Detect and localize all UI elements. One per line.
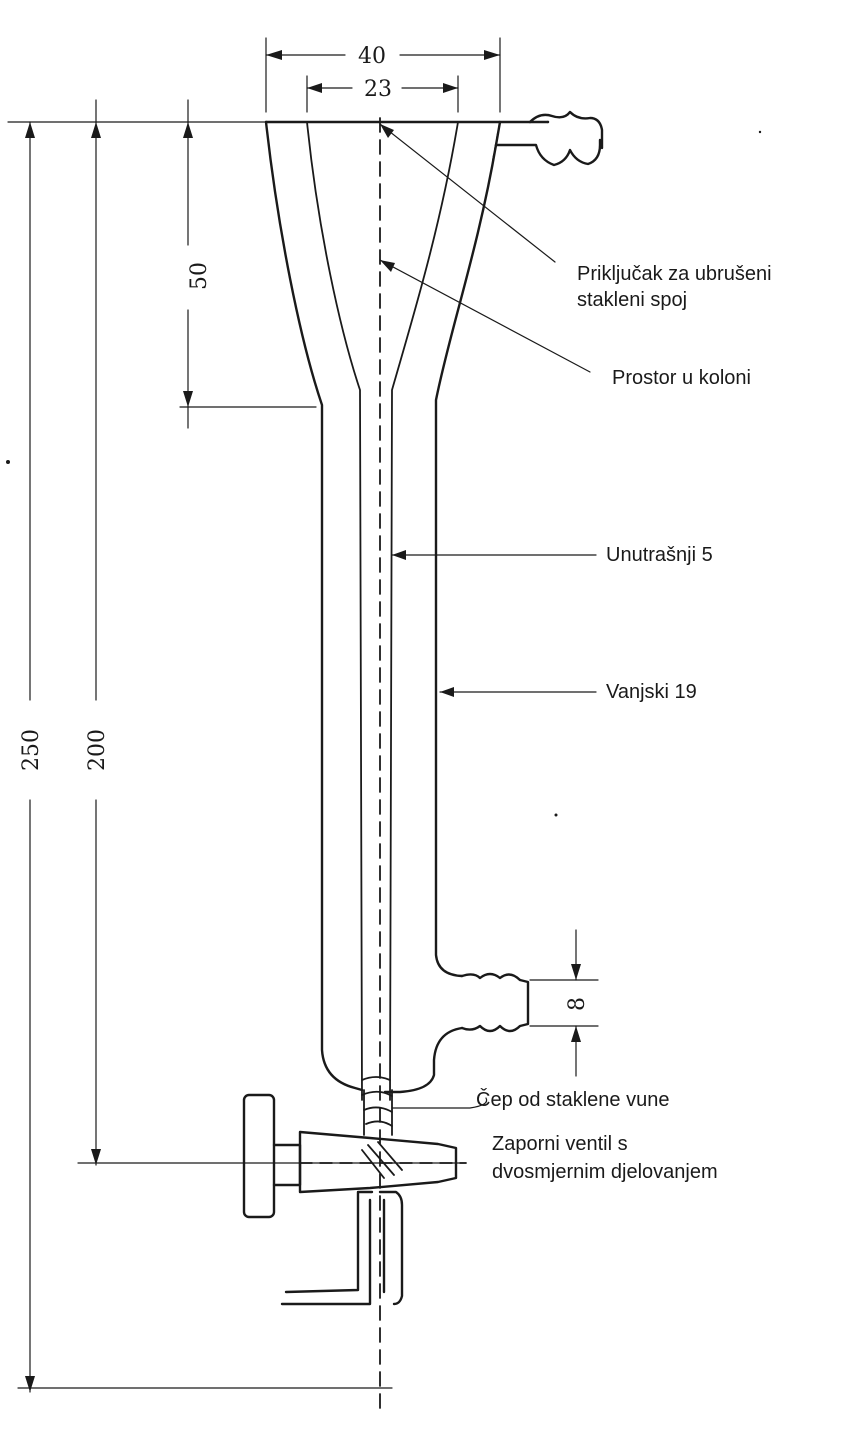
dimension-total-height: 250 <box>7 121 393 1393</box>
dimension-nozzle-width: 8 <box>529 929 599 1077</box>
dimension-stopcock-height: 200 <box>77 99 467 1166</box>
inner-width-label: 23 <box>364 77 392 102</box>
outer-width-label: 40 <box>358 44 386 69</box>
outer-tube-label: Vanjski 19 <box>606 681 697 703</box>
dimension-inner-width: 23 <box>306 75 459 113</box>
ground-joint-label-line1: Priključak za ubrušeni <box>577 263 772 285</box>
stopcock-valve <box>242 1093 467 1219</box>
annotation-labels: Priključak za ubrušeni stakleni spoj Pro… <box>476 263 772 1183</box>
funnel-height-label: 50 <box>187 262 212 290</box>
outlet-tubes <box>280 1190 404 1306</box>
total-height-label: 250 <box>19 729 44 771</box>
glass-wool-plug <box>361 1076 393 1136</box>
leader-lines <box>379 123 597 1109</box>
column-body <box>264 110 604 1101</box>
inner-tube-label: Unutrašnji 5 <box>606 544 713 566</box>
stopcock-label-line2: dvosmjernim djelovanjem <box>492 1161 718 1183</box>
dimension-outer-width: 40 <box>265 37 501 113</box>
stopcock-label-line1: Zaporni ventil s <box>492 1133 628 1155</box>
glass-wool-label: Čep od staklene vune <box>476 1088 669 1111</box>
nozzle-width-label: 8 <box>565 997 590 1011</box>
dimension-funnel-height: 50 <box>179 99 317 429</box>
stopcock-height-label: 200 <box>85 729 110 771</box>
ground-joint-label-line2: stakleni spoj <box>577 289 687 311</box>
scan-specks <box>6 130 762 817</box>
column-space-label: Prostor u koloni <box>612 367 751 389</box>
